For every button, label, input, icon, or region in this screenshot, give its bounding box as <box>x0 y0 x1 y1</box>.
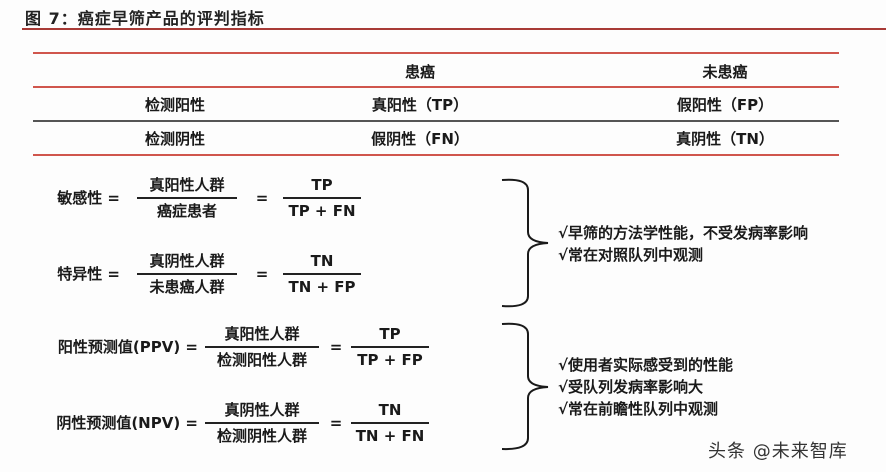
fraction-bar <box>283 273 361 275</box>
numerator: 真阴性人群 <box>149 252 225 270</box>
word-fraction: 真阳性人群 检测阳性人群 <box>202 322 322 372</box>
denominator: 癌症患者 <box>156 201 217 220</box>
symbol-fraction: TN TN + FP <box>282 249 362 299</box>
word-fraction: 真阴性人群 未患癌人群 <box>132 249 242 299</box>
note-item: √常在对照队列中观测 <box>558 246 704 264</box>
word-fraction: 真阴性人群 检测阴性人群 <box>202 398 322 448</box>
denominator: 未患癌人群 <box>149 277 225 296</box>
formula-label: 敏感性 = <box>57 189 120 208</box>
numerator: TN <box>310 252 334 270</box>
fraction-bar <box>137 273 237 275</box>
title-underline <box>22 28 886 30</box>
numerator: TP <box>311 176 333 194</box>
row-label-negative: 检测阴性 <box>144 130 205 148</box>
fraction-bar <box>205 422 319 424</box>
header-cancer: 患癌 <box>404 63 435 81</box>
fraction-bar <box>205 346 319 348</box>
formula-specificity: 特异性 = 真阴性人群 未患癌人群 = TN TN + FP <box>38 249 362 299</box>
denominator: TP + FP <box>357 350 423 369</box>
cell-tp: 真阳性（TP） <box>371 96 469 114</box>
note-item: √受队列发病率影响大 <box>558 378 704 396</box>
numerator: 真阳性人群 <box>224 325 300 343</box>
header-no-cancer: 未患癌 <box>702 63 748 81</box>
note-item: √早筛的方法学性能，不受发病率影响 <box>558 224 809 242</box>
fraction-bar <box>283 197 361 199</box>
table-bottom-rule <box>33 154 839 156</box>
numerator: 真阳性人群 <box>149 176 225 194</box>
denominator: 检测阳性人群 <box>216 350 307 369</box>
denominator: TP + FN <box>288 201 356 220</box>
fraction-bar <box>137 197 237 199</box>
equals-sign: = <box>329 413 343 432</box>
notes-group-1: √早筛的方法学性能，不受发病率影响 √常在对照队列中观测 <box>558 222 808 266</box>
watermark: 头条 @未来智库 <box>708 441 848 462</box>
formula-label: 阳性预测值(PPV) = <box>57 338 198 357</box>
table-top-rule <box>33 52 839 54</box>
formula-npv: 阴性预测值(NPV) = 真阴性人群 检测阴性人群 = TN TN + FN <box>38 398 430 448</box>
formula-label: 阴性预测值(NPV) = <box>56 414 198 433</box>
formula-sensitivity: 敏感性 = 真阳性人群 癌症患者 = TP TP + FN <box>38 173 362 223</box>
equals-sign: = <box>255 264 269 283</box>
fraction-bar <box>351 422 429 424</box>
note-item: √使用者实际感受到的性能 <box>558 356 734 374</box>
row-label-positive: 检测阳性 <box>144 96 205 114</box>
symbol-fraction: TN TN + FN <box>350 398 430 448</box>
numerator: TN <box>378 401 402 419</box>
cell-fp: 假阳性（FP） <box>676 96 774 114</box>
fraction-bar <box>351 346 429 348</box>
right-brace-icon <box>501 178 549 308</box>
symbol-fraction: TP TP + FP <box>350 322 430 372</box>
numerator: TP <box>379 325 401 343</box>
note-item: √常在前瞻性队列中观测 <box>558 400 719 418</box>
equals-sign: = <box>255 188 269 207</box>
symbol-fraction: TP TP + FN <box>282 173 362 223</box>
word-fraction: 真阳性人群 癌症患者 <box>132 173 242 223</box>
table-header-rule <box>33 86 839 88</box>
denominator: 检测阴性人群 <box>216 426 307 445</box>
notes-group-2: √使用者实际感受到的性能 √受队列发病率影响大 √常在前瞻性队列中观测 <box>558 354 733 420</box>
numerator: 真阴性人群 <box>224 401 300 419</box>
formula-ppv: 阳性预测值(PPV) = 真阳性人群 检测阳性人群 = TP TP + FP <box>38 322 430 372</box>
right-brace-icon <box>501 322 549 451</box>
denominator: TN + FN <box>355 426 425 445</box>
formula-label: 特异性 = <box>57 265 120 284</box>
cell-fn: 假阴性（FN） <box>371 130 469 148</box>
table-row-divider <box>33 120 839 122</box>
equals-sign: = <box>329 337 343 356</box>
figure-title: 图 7：癌症早筛产品的评判指标 <box>25 9 265 28</box>
cell-tn: 真阴性（TN） <box>676 130 774 148</box>
denominator: TN + FP <box>288 277 356 296</box>
